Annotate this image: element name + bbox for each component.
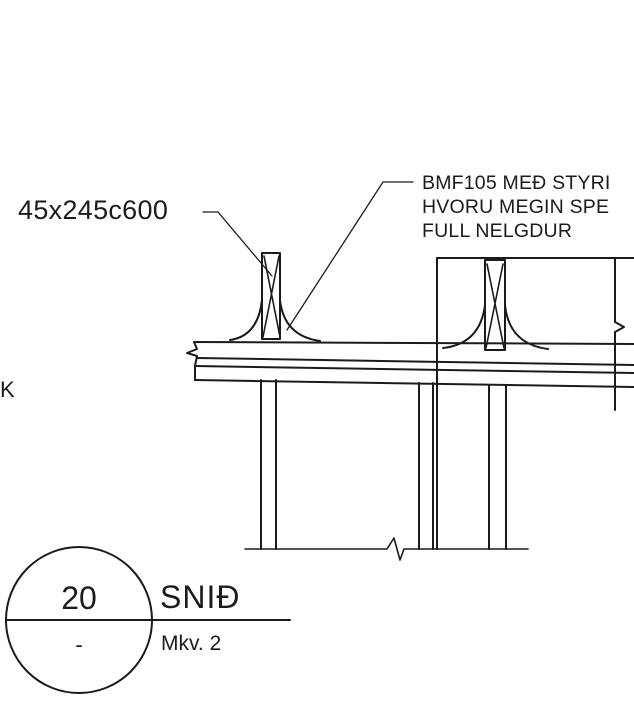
section-sheet-reference: -: [75, 632, 83, 657]
note-line-1: BMF105 MEÐ STYRI: [422, 172, 611, 194]
note-line-2: HVORU MEGIN SPE: [422, 196, 610, 218]
section-title: SNIÐ: [160, 579, 241, 615]
left-hanger: [229, 299, 321, 342]
wall-outline: [436, 257, 634, 550]
note-line-3: FULL NELGDUR: [422, 220, 573, 242]
section-scale: Mkv. 2: [161, 632, 222, 655]
edge-text-fragment: K: [0, 377, 15, 402]
right-joist: [484, 259, 506, 351]
floor-beam: [186, 341, 634, 388]
right-hanger: [442, 304, 549, 350]
left-joist: [261, 252, 281, 340]
break-line: [244, 537, 529, 561]
studs: [260, 379, 507, 550]
section-number: 20: [61, 580, 97, 616]
note-leader: [286, 181, 414, 331]
section-callout-symbol: [5, 546, 291, 694]
member-dimension-label: 45x245c600: [18, 195, 169, 225]
member-leader: [202, 211, 273, 277]
